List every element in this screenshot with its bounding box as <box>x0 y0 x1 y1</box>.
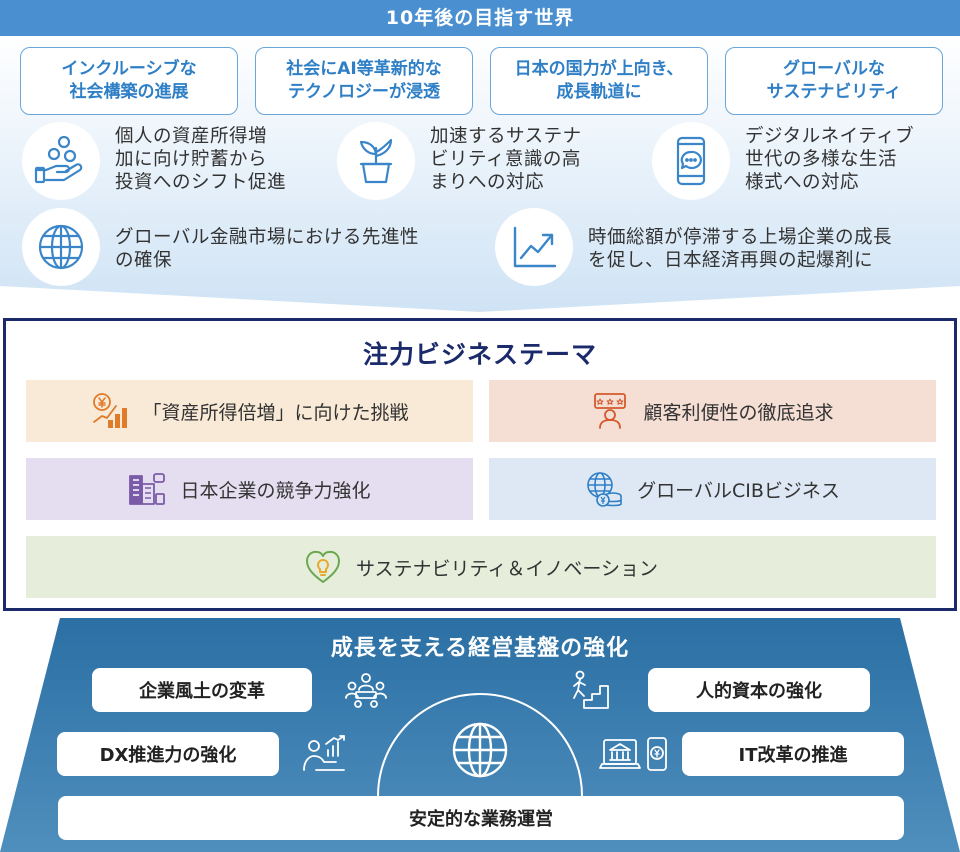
focus-themes-section: 注力ビジネステーマ 「資産所得倍増」に向けた挑戦 顧客利便性の徹底追求 <box>3 318 957 611</box>
vision-background <box>0 0 960 312</box>
point-asset-income: 個人の資産所得増 加に向け貯蓄から 投資へのシフト促進 <box>115 125 286 194</box>
theme-label: 日本企業の競争力強化 <box>180 479 371 502</box>
pillar-label: 安定的な業務運営 <box>409 809 553 830</box>
globe-icon <box>448 718 512 782</box>
pillar-corporate-culture: 企業風土の変革 <box>92 668 312 712</box>
point-line: デジタルネイティブ <box>745 126 915 147</box>
point-line: を促し、日本経済再興の起爆剤に <box>588 250 874 271</box>
point-line: 個人の資産所得増 <box>115 126 268 147</box>
yen-growth-icon <box>90 392 128 430</box>
pillar-human-capital: 人的資本の強化 <box>648 668 870 712</box>
pillar-label: 人的資本の強化 <box>696 681 822 702</box>
customer-rating-icon <box>591 392 629 430</box>
theme-customer-convenience: 顧客利便性の徹底追求 <box>489 380 936 442</box>
point-line: 様式への対応 <box>745 172 860 193</box>
theme-global-cib: グローバルCIBビジネス <box>489 458 936 520</box>
goal-global-sustainability: グローバルな サステナビリティ <box>725 47 943 115</box>
vision-title: 10年後の目指す世界 <box>385 7 575 29</box>
climbing-stairs-icon <box>570 670 614 710</box>
coins-hand-icon <box>22 122 100 200</box>
point-line: 時価総額が停滞する上場企業の成長 <box>588 227 893 248</box>
pillar-stable-operations: 安定的な業務運営 <box>58 796 904 840</box>
point-line: まりへの対応 <box>430 172 545 193</box>
point-line: ビリティ意識の高 <box>430 149 581 170</box>
goal-line: サステナビリティ <box>766 82 902 102</box>
foundation-title: 成長を支える経営基盤の強化 <box>330 636 630 661</box>
goal-inclusive-society: インクルーシブな 社会構築の進展 <box>20 47 238 115</box>
point-global-market: グローバル金融市場における先進性 の確保 <box>115 226 419 272</box>
theme-label: 「資産所得倍増」に向けた挑戦 <box>142 401 409 424</box>
company-building-icon <box>128 470 166 508</box>
goal-line: 日本の国力が上向き、 <box>514 59 684 79</box>
goal-line: グローバルな <box>783 59 885 79</box>
management-foundation-section: 成長を支える経営基盤の強化 企業風土の変革 人的資本の強化 DX推進力の強化 I… <box>0 618 960 852</box>
pillar-dx: DX推進力の強化 <box>57 732 279 776</box>
heart-bulb-icon <box>304 548 342 586</box>
point-listed-companies: 時価総額が停滞する上場企業の成長 を促し、日本経済再興の起爆剤に <box>588 226 892 272</box>
vision-section: 10年後の目指す世界 インクルーシブな 社会構築の進展 社会にAI等革新的な テ… <box>0 0 960 314</box>
point-line: グローバル金融市場における先進性 <box>115 227 419 248</box>
theme-corporate-competitiveness: 日本企業の競争力強化 <box>26 458 473 520</box>
sprout-pot-icon <box>337 122 415 200</box>
goal-line: テクノロジーが浸透 <box>288 82 440 102</box>
person-chart-icon <box>302 734 346 774</box>
pillar-label: 企業風土の変革 <box>139 681 265 702</box>
goal-line: 社会にAI等革新的な <box>286 59 442 79</box>
pillar-label: DX推進力の強化 <box>99 745 237 766</box>
point-digital-native: デジタルネイティブ 世代の多様な生活 様式への対応 <box>745 125 914 194</box>
theme-asset-income: 「資産所得倍増」に向けた挑戦 <box>26 380 473 442</box>
smartphone-chat-icon <box>652 122 730 200</box>
point-line: 世代の多様な生活 <box>745 149 898 170</box>
globe-coins-icon <box>585 470 623 508</box>
growth-chart-icon <box>495 208 573 286</box>
point-line: 加速するサステナ <box>430 126 582 147</box>
goal-line: 社会構築の進展 <box>69 82 189 102</box>
point-line: 加に向け貯蓄から <box>115 149 268 170</box>
theme-label: 顧客利便性の徹底追求 <box>643 401 834 424</box>
goal-line: インクルーシブな <box>61 59 197 79</box>
goal-national-growth: 日本の国力が上向き、 成長軌道に <box>490 47 708 115</box>
focus-themes-title: 注力ビジネステーマ <box>362 340 597 369</box>
point-line: の確保 <box>115 250 173 271</box>
pillar-label: IT改革の推進 <box>738 745 848 766</box>
globe-icon <box>22 208 100 286</box>
goal-ai-technology: 社会にAI等革新的な テクノロジーが浸透 <box>255 47 473 115</box>
theme-label: グローバルCIBビジネス <box>637 479 840 502</box>
pillar-it-reform: IT改革の推進 <box>682 732 904 776</box>
goal-line: 成長軌道に <box>556 82 642 102</box>
point-line: 投資へのシフト促進 <box>115 172 287 193</box>
theme-sustainability-innovation: サステナビリティ＆イノベーション <box>26 536 936 598</box>
meeting-icon <box>344 670 388 710</box>
bank-laptop-icon <box>598 734 670 774</box>
point-sustainability: 加速するサステナ ビリティ意識の高 まりへの対応 <box>430 125 582 194</box>
theme-label: サステナビリティ＆イノベーション <box>355 557 659 580</box>
